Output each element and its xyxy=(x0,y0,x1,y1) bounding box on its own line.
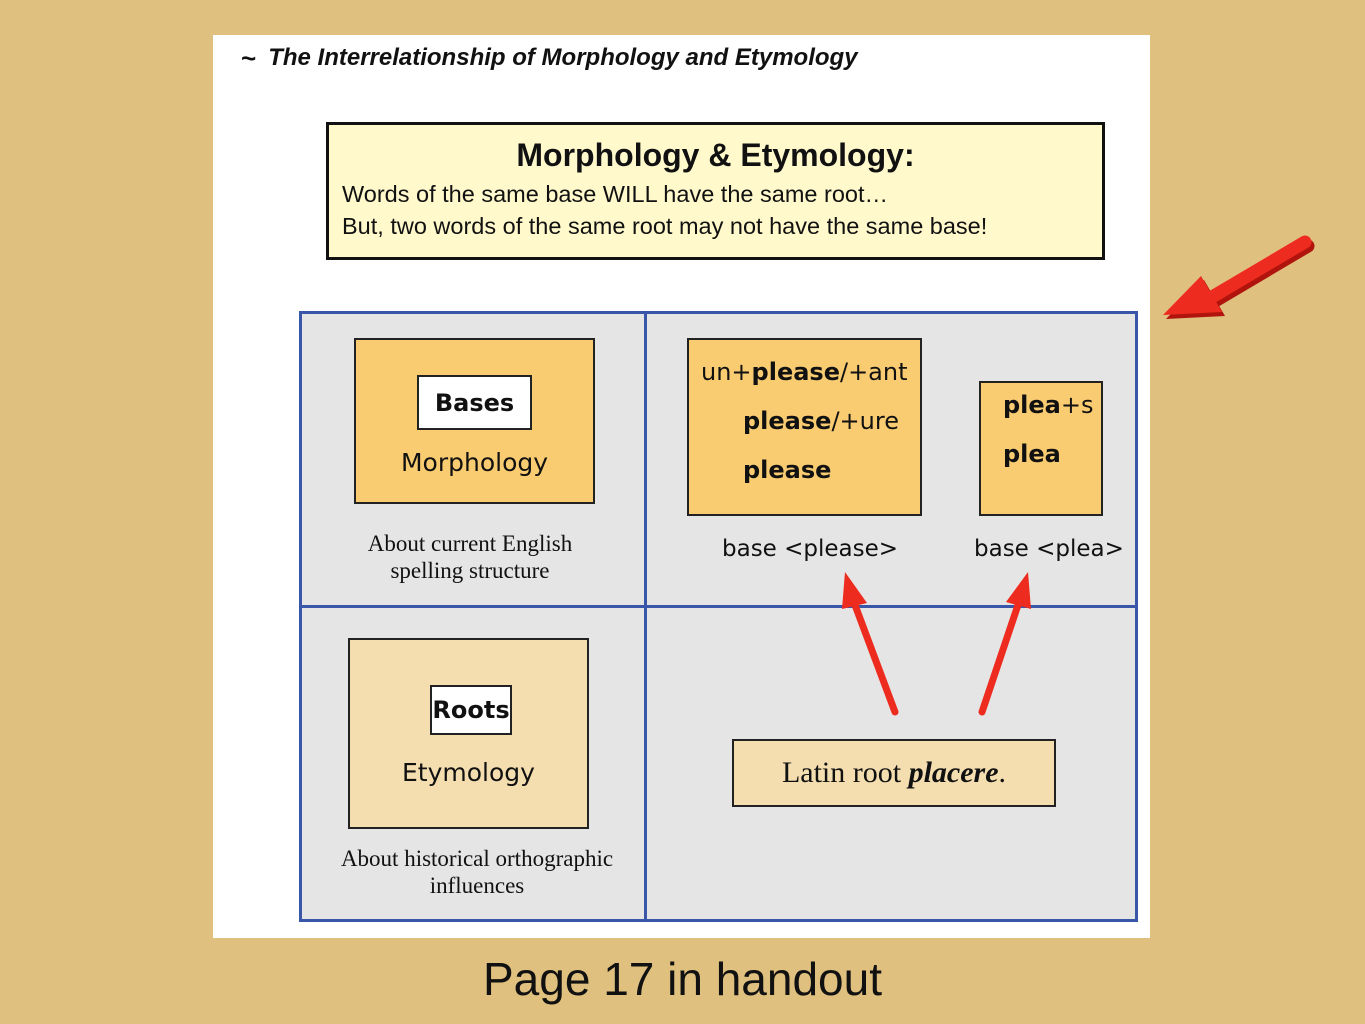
grid-vertical-divider xyxy=(644,314,647,919)
summary-line-2: But, two words of the same root may not … xyxy=(342,213,988,239)
word-pleas: plea+s xyxy=(1003,391,1094,419)
latin-root-box: Latin root placere. xyxy=(732,739,1056,807)
latin-root-word: placere xyxy=(908,756,999,789)
word-base: plea xyxy=(1003,391,1061,419)
word-prefix: un+ xyxy=(701,358,752,386)
word-base: please xyxy=(743,456,832,484)
summary-heading: Morphology & Etymology: xyxy=(516,137,915,173)
roots-caption-line-1: About historical orthographic xyxy=(340,846,614,871)
root-to-please-arrow-icon xyxy=(842,572,899,716)
base-please-label: base <please> xyxy=(722,536,899,562)
base-families-quadrant: un+please/+ant please/+ure please base <… xyxy=(647,314,1135,605)
base-plea-label: base <plea> xyxy=(974,536,1124,562)
bases-caption: About current English spelling structure xyxy=(302,530,638,584)
plea-family-box: plea+s plea xyxy=(979,381,1103,516)
word-pleasure: please/+ure xyxy=(743,407,899,435)
word-plea: plea xyxy=(1003,440,1061,468)
please-family-box: un+please/+ant please/+ure please xyxy=(687,338,922,516)
bases-caption-line-2: spelling structure xyxy=(390,558,550,583)
word-please: please xyxy=(743,456,831,484)
page-header: ~ The Interrelationship of Morphology an… xyxy=(241,41,858,75)
pointer-arrow-icon xyxy=(1163,235,1315,319)
bases-tag: Bases xyxy=(417,375,532,430)
summary-box: Morphology & Etymology: Words of the sam… xyxy=(326,122,1105,260)
grid-horizontal-divider xyxy=(302,605,1135,608)
morphology-label: Morphology xyxy=(400,448,549,477)
roots-caption: About historical orthographic influences xyxy=(302,845,652,899)
page-title: The Interrelationship of Morphology and … xyxy=(268,44,858,71)
summary-line-1: Words of the same base WILL have the sam… xyxy=(342,181,888,207)
quadrant-grid: Bases Morphology About current English s… xyxy=(299,311,1138,922)
word-suffix: /+ant xyxy=(839,358,908,386)
bases-caption-line-1: About current English xyxy=(367,531,573,556)
bases-box: Bases Morphology xyxy=(354,338,595,504)
roots-quadrant: Roots Etymology About historical orthogr… xyxy=(302,608,644,919)
etymology-label: Etymology xyxy=(402,758,535,787)
roots-tag: Roots xyxy=(430,685,512,735)
bases-quadrant: Bases Morphology About current English s… xyxy=(302,314,644,605)
word-suffix: /+ure xyxy=(831,407,899,435)
latin-root-quadrant: Latin root placere. xyxy=(647,608,1135,919)
word-unpleasant: un+please/+ant xyxy=(701,358,908,386)
latin-root-period: . xyxy=(998,756,1007,789)
word-base: please xyxy=(751,358,840,386)
roots-caption-line-2: influences xyxy=(429,873,525,898)
latin-root-text: Latin root xyxy=(781,756,909,789)
word-suffix: +s xyxy=(1060,391,1094,419)
handout-page: ~ The Interrelationship of Morphology an… xyxy=(213,35,1150,938)
word-base: please xyxy=(743,407,832,435)
roots-box: Roots Etymology xyxy=(348,638,589,829)
tilde-mark: ~ xyxy=(241,43,257,73)
word-base: plea xyxy=(1003,440,1061,468)
page-reference: Page 17 in handout xyxy=(482,953,883,1005)
root-to-plea-arrow-icon xyxy=(978,572,1031,716)
